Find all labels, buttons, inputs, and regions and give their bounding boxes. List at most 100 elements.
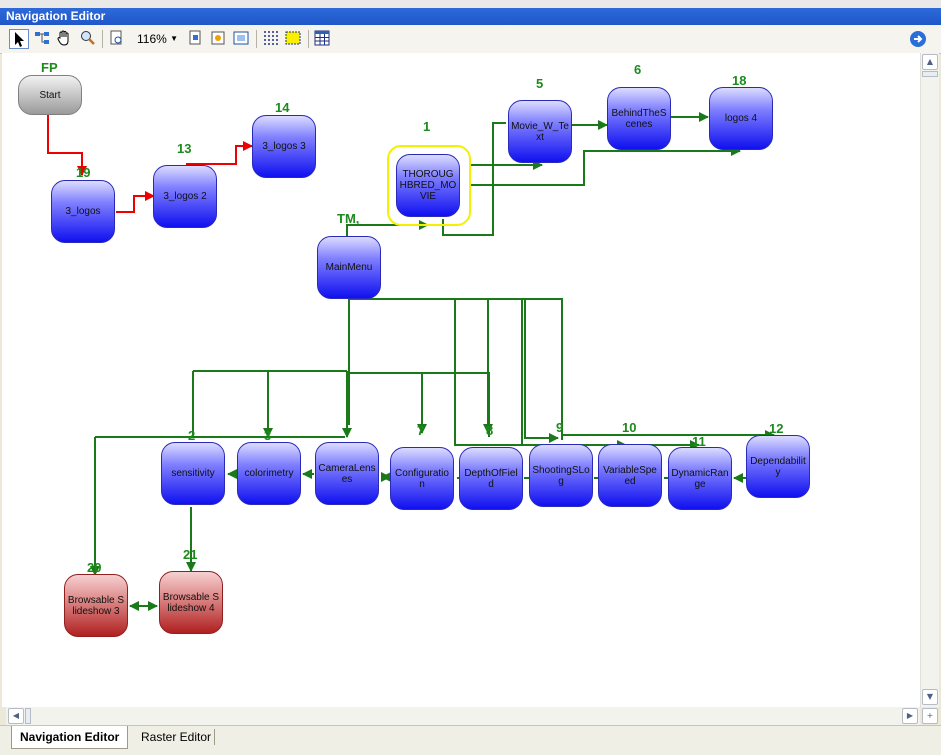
horizontal-scroll-thumb[interactable] <box>25 708 31 724</box>
node-3-logos[interactable]: 3_logos <box>51 180 115 243</box>
node-depth-of-field-label: 8 <box>486 423 494 438</box>
node-start[interactable]: Start <box>18 75 82 115</box>
node-browsable-slideshow-4-text: Browsable Slideshow 4 <box>162 591 220 614</box>
zoom-page-icon <box>189 30 201 45</box>
scroll-down-button[interactable]: ▼ <box>922 689 938 705</box>
edge-bus-variable <box>524 299 559 443</box>
window-titlebar: Navigation Editor <box>0 0 941 25</box>
select-tool-button[interactable] <box>9 29 29 49</box>
node-logos-4[interactable]: logos 4 <box>709 87 773 150</box>
node-logos-4-label: 18 <box>732 73 747 88</box>
node-movie-w-text-label: 5 <box>536 76 544 91</box>
vertical-scrollbar[interactable]: ▲ ▼ <box>920 53 939 707</box>
toolbar-separator <box>256 30 257 48</box>
node-camera-lenses[interactable]: CameraLenses <box>315 442 379 505</box>
editor-tabs: Navigation Editor Raster Editor <box>0 725 941 755</box>
grid-toggle-button[interactable] <box>262 29 282 49</box>
link-tool-button[interactable] <box>33 29 53 49</box>
node-3-logos-label: 19 <box>76 165 91 180</box>
zoom-tool-button[interactable] <box>78 29 98 49</box>
node-behind-the-scenes-label: 6 <box>634 62 642 77</box>
node-browsable-slideshow-4[interactable]: Browsable Slideshow 4 <box>159 571 223 634</box>
node-camera-lenses-text: CameraLenses <box>318 462 376 485</box>
table-view-button[interactable] <box>313 29 333 49</box>
node-dynamic-range-text: DynamicRange <box>671 467 729 490</box>
edge-thoroughbred-behind <box>469 146 741 186</box>
corner-add-button[interactable]: + <box>922 708 938 724</box>
toolbar-separator <box>102 30 103 48</box>
arrow-down-icon: ▼ <box>926 692 934 701</box>
node-browsable-slideshow-3-label: 20 <box>87 560 102 575</box>
node-3-logos-3[interactable]: 3_logos 3 <box>252 115 316 178</box>
node-dynamic-range-label: 11 <box>692 434 706 449</box>
magnifier-icon <box>81 31 95 45</box>
node-3-logos-3-label: 14 <box>275 100 290 115</box>
toolbar-separator <box>308 30 309 48</box>
node-colorimetry-label: 3 <box>264 428 272 443</box>
node-movie-w-text-text: Movie_W_Text <box>511 120 569 143</box>
arrow-up-icon: ▲ <box>926 57 934 66</box>
node-dependability[interactable]: Dependability <box>746 435 810 498</box>
node-sensitivity[interactable]: sensitivity <box>161 442 225 505</box>
hand-icon <box>57 30 69 46</box>
node-browsable-slideshow-3[interactable]: Browsable Slideshow 3 <box>64 574 128 637</box>
node-3-logos-2-text: 3_logos 2 <box>163 191 207 202</box>
tab-navigation-editor[interactable]: Navigation Editor <box>11 726 129 749</box>
node-thoroughbred-movie[interactable]: THOROUGHBRED_MOVIE <box>396 154 460 217</box>
node-shooting-slog-label: 9 <box>556 420 564 435</box>
scroll-up-button[interactable]: ▲ <box>922 54 938 70</box>
node-browsable-slideshow-4-label: 21 <box>183 547 198 562</box>
node-dynamic-range[interactable]: DynamicRange <box>668 447 732 510</box>
edge-logos-logos2 <box>116 191 155 213</box>
node-shooting-slog[interactable]: ShootingSLog <box>529 444 593 507</box>
arrow-left-icon: ◀ <box>12 711 20 720</box>
node-configuration[interactable]: Configuration <box>390 447 454 510</box>
toolbar: 116% ▼ <box>0 25 941 54</box>
node-shooting-slog-text: ShootingSLog <box>532 464 590 487</box>
node-colorimetry[interactable]: colorimetry <box>237 442 301 505</box>
forward-arrow-button[interactable] <box>910 31 926 47</box>
node-movie-w-text[interactable]: Movie_W_Text <box>508 100 572 163</box>
zoom-select[interactable]: 116% ▼ <box>133 29 180 49</box>
node-logos-4-text: logos 4 <box>724 113 758 124</box>
selection-highlight <box>387 145 471 226</box>
scroll-left-button[interactable]: ◀ <box>8 708 24 724</box>
scroll-right-button[interactable]: ▶ <box>902 708 918 724</box>
page-view-button[interactable] <box>108 29 128 49</box>
node-sensitivity-text: sensitivity <box>171 468 215 479</box>
zoom-in-button[interactable] <box>187 29 207 49</box>
arrow-right-small-icon: ▶ <box>906 711 914 720</box>
grid-dots-icon <box>264 31 278 45</box>
actual-size-button[interactable] <box>232 29 252 49</box>
node-depth-of-field[interactable]: DepthOfField <box>459 447 523 510</box>
node-3-logos-2[interactable]: 3_logos 2 <box>153 165 217 228</box>
tab-divider <box>214 729 215 745</box>
table-icon <box>314 30 330 46</box>
tab-raster-editor[interactable]: Raster Editor <box>141 730 212 744</box>
navigation-canvas[interactable]: Start FP 3_logos 19 3_logos 2 13 3_logos… <box>2 53 920 707</box>
zoom-value: 116% <box>137 32 167 46</box>
edge-mainmenu-bus <box>349 298 563 440</box>
node-3-logos-text: 3_logos <box>65 206 101 217</box>
node-mainmenu[interactable]: MainMenu <box>317 236 381 299</box>
fit-to-window-button[interactable] <box>209 29 229 49</box>
node-dependability-text: Dependability <box>750 455 806 478</box>
fit-icon <box>211 31 225 45</box>
node-3-logos-3-text: 3_logos 3 <box>262 141 306 152</box>
highlight-toggle-button[interactable] <box>284 29 304 49</box>
node-configuration-text: Configuration <box>395 467 449 490</box>
horizontal-scrollbar[interactable]: ◀ ▶ <box>6 707 920 725</box>
plus-icon: + <box>926 711 934 720</box>
node-behind-the-scenes[interactable]: BehindTheScenes <box>607 87 671 150</box>
window-title: Navigation Editor <box>6 9 106 23</box>
node-variable-speed[interactable]: VariableSpeed <box>598 444 662 507</box>
node-variable-speed-label: 10 <box>622 420 637 435</box>
node-mainmenu-label: TM, <box>337 211 360 226</box>
dropdown-arrow-icon: ▼ <box>170 34 178 43</box>
node-3-logos-2-label: 13 <box>177 141 192 156</box>
connect-nodes-icon <box>35 32 49 44</box>
edge-bus-shooting <box>521 299 700 450</box>
vertical-scroll-thumb[interactable] <box>922 71 938 77</box>
pan-tool-button[interactable] <box>55 29 75 49</box>
node-browsable-slideshow-3-text: Browsable Slideshow 3 <box>67 594 125 617</box>
